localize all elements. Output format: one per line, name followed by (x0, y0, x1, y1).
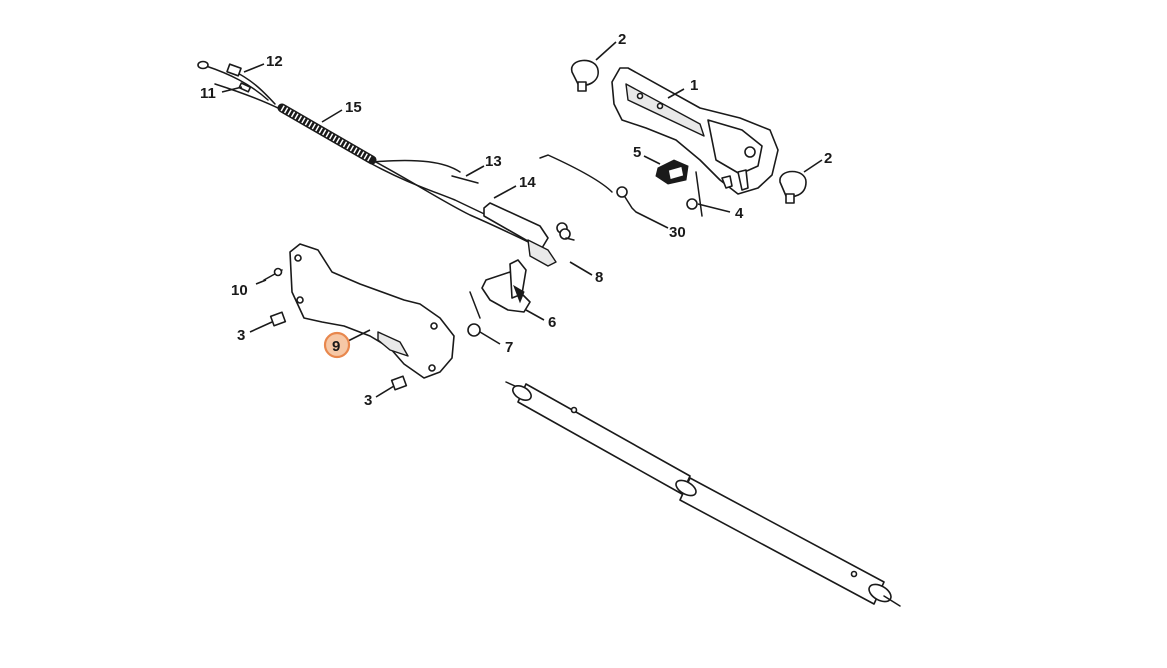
part-3-screw-lower[interactable] (390, 375, 408, 391)
callout-1[interactable]: 1 (690, 77, 698, 94)
part-2-hose-clamp-right[interactable] (779, 170, 807, 204)
part-2-hose-clamp-left[interactable] (571, 59, 599, 92)
callout-7[interactable]: 7 (505, 339, 513, 356)
part-6-interlock-lever[interactable] (481, 259, 531, 313)
callout-4[interactable]: 4 (735, 205, 744, 222)
drive-tube (505, 381, 901, 607)
callout-3-upper[interactable]: 3 (237, 327, 245, 344)
callout-9[interactable]: 9 (332, 338, 340, 355)
part-30-spring[interactable] (539, 154, 637, 213)
callout-5[interactable]: 5 (633, 144, 641, 161)
part-13-cable-end[interactable] (451, 175, 479, 184)
callout-9-highlight-ring (323, 331, 351, 359)
callout-10[interactable]: 10 (231, 282, 248, 299)
callout-labels: 1 2 2 3 3 4 5 6 7 8 9 10 11 12 13 14 15 … (200, 31, 832, 409)
callout-15[interactable]: 15 (345, 99, 362, 116)
callout-11[interactable]: 11 (200, 85, 216, 102)
part-5-stop-switch[interactable] (655, 159, 689, 185)
part-1-handle-housing[interactable] (611, 67, 779, 195)
callout-8[interactable]: 8 (595, 269, 603, 286)
part-4-spring[interactable] (686, 171, 703, 217)
callout-3-lower[interactable]: 3 (364, 392, 372, 409)
part-10-screw[interactable] (263, 267, 283, 281)
leader-lines (221, 41, 823, 398)
part-3-screw-upper[interactable] (269, 311, 287, 327)
callout-13[interactable]: 13 (485, 153, 502, 170)
part-15-throttle-cable[interactable] (197, 60, 546, 251)
callout-2-right[interactable]: 2 (824, 150, 832, 167)
callout-6[interactable]: 6 (548, 314, 556, 331)
part-8-torsion-spring[interactable] (556, 222, 575, 241)
part-14-throttle-trigger[interactable] (483, 202, 557, 267)
part-9-handle-shell[interactable] (289, 243, 455, 379)
callout-12[interactable]: 12 (266, 53, 283, 70)
callout-30[interactable]: 30 (669, 224, 686, 241)
callout-14[interactable]: 14 (519, 174, 536, 191)
part-7-spring[interactable] (467, 291, 481, 337)
callout-2-top[interactable]: 2 (618, 31, 626, 48)
